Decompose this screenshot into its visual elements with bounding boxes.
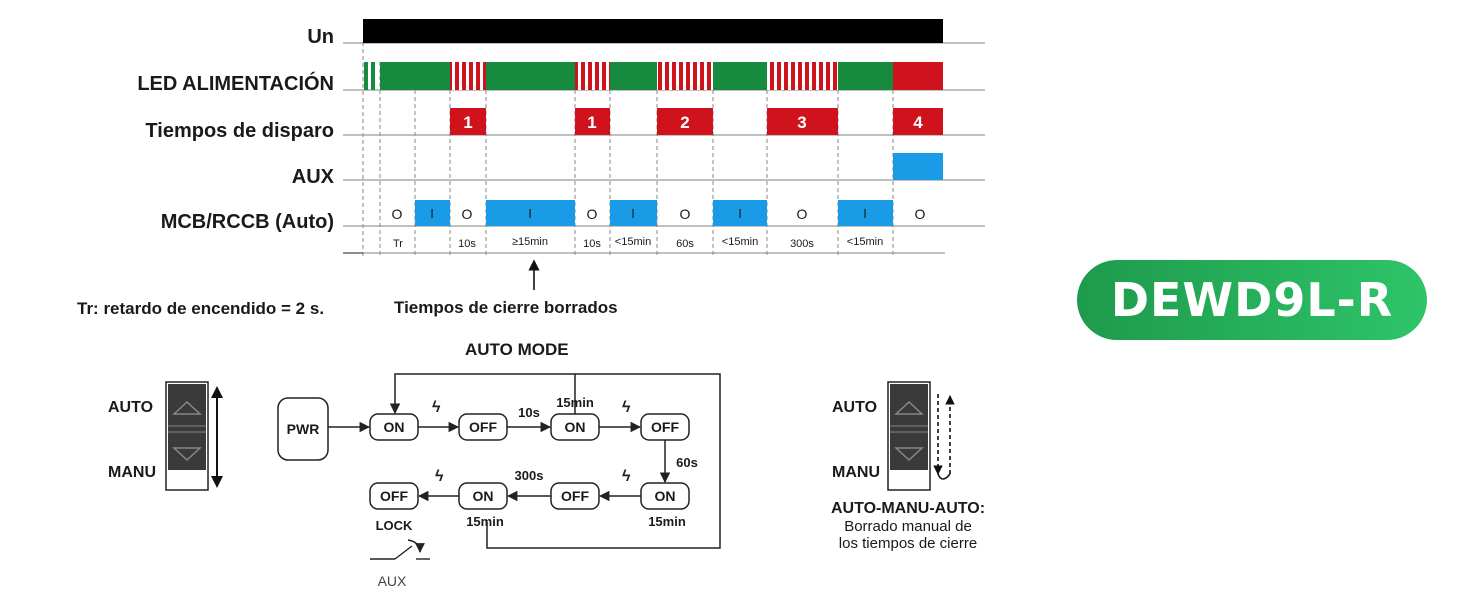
trip-bolt-icon-1: ϟ bbox=[432, 399, 441, 416]
mcb-state-off-3: O bbox=[587, 206, 598, 222]
interval-300s: 300s bbox=[790, 238, 814, 250]
mcb-state-on-1: I bbox=[430, 206, 434, 221]
trip-label-5: 4 bbox=[913, 113, 923, 132]
label-60s: 60s bbox=[676, 455, 698, 470]
trip-label-4: 3 bbox=[797, 113, 806, 132]
interval-lt15-b: <15min bbox=[722, 236, 758, 248]
auto-mode-title: AUTO MODE bbox=[465, 340, 569, 359]
switch-left-manu-label: MANU bbox=[108, 464, 156, 481]
interval-15min-min: ≥15min bbox=[512, 236, 548, 248]
label-15min-top: 15min bbox=[556, 395, 594, 410]
switch-left-auto-label: AUTO bbox=[108, 399, 154, 416]
row-label-led: LED ALIMENTACIÓN bbox=[137, 73, 334, 95]
switch-left-graphic bbox=[165, 381, 223, 491]
note-reclose-reset: Tiempos de cierre borrados bbox=[394, 298, 618, 317]
aux-contact-icon bbox=[370, 539, 430, 560]
label-aux-contact: AUX bbox=[378, 573, 407, 589]
un-power-bar bbox=[363, 19, 943, 43]
manual-reset-title: AUTO-MANU-AUTO: bbox=[830, 500, 986, 517]
trip-bolt-icon-2: ϟ bbox=[622, 399, 631, 416]
timing-diagram: 1 1 2 3 4 I I I I I O O O O O O Tr 10s ≥… bbox=[343, 19, 985, 290]
mcb-state-off-1: O bbox=[392, 206, 403, 222]
mcb-state-on-3: I bbox=[631, 206, 635, 221]
node-off-3: OFF bbox=[561, 488, 589, 504]
trip-bolt-icon-3: ϟ bbox=[622, 468, 631, 485]
interval-lt15-c: <15min bbox=[847, 236, 883, 248]
note-power-delay: Tr: retardo de encendido = 2 s. bbox=[77, 299, 325, 318]
led-row bbox=[364, 62, 943, 90]
auto-mode-diagram: ϟ ϟ ϟ ϟ PWR ON OFF ON OFF ON OFF ON OFF … bbox=[277, 373, 721, 589]
trip-row bbox=[450, 108, 943, 135]
mcb-state-on-2: I bbox=[528, 206, 532, 221]
trip-label-2: 1 bbox=[587, 113, 596, 132]
label-15min-right: 15min bbox=[648, 514, 686, 529]
row-label-un: Un bbox=[307, 26, 334, 48]
interval-10s-a: 10s bbox=[458, 238, 476, 250]
mcb-state-off-4: O bbox=[680, 206, 691, 222]
trip-label-1: 1 bbox=[463, 113, 472, 132]
switch-right-auto-label: AUTO bbox=[832, 399, 878, 416]
mcb-state-off-5: O bbox=[797, 206, 808, 222]
manual-reset-line1: Borrado manual de bbox=[844, 518, 972, 535]
row-label-aux: AUX bbox=[291, 166, 334, 188]
interval-10s-b: 10s bbox=[583, 238, 601, 250]
interval-60s: 60s bbox=[676, 238, 694, 250]
interval-lt15-a: <15min bbox=[615, 236, 651, 248]
label-15min-bottom: 15min bbox=[466, 514, 504, 529]
manual-reset-line2: los tiempos de cierre bbox=[838, 535, 978, 552]
node-on-2: ON bbox=[565, 419, 586, 435]
node-off-2: OFF bbox=[651, 419, 679, 435]
product-badge: DEWD9L-R bbox=[1077, 260, 1427, 340]
label-10s: 10s bbox=[518, 405, 540, 420]
aux-signal bbox=[893, 153, 943, 180]
mcb-state-off-2: O bbox=[462, 206, 473, 222]
row-label-mcb: MCB/RCCB (Auto) bbox=[160, 211, 334, 233]
row-label-trips: Tiempos de disparo bbox=[145, 120, 334, 142]
manual-reset-caption: AUTO-MANU-AUTO: Borrado manual de los ti… bbox=[796, 500, 1020, 552]
mcb-state-off-6: O bbox=[915, 206, 926, 222]
node-on-1: ON bbox=[384, 419, 405, 435]
label-lock: LOCK bbox=[376, 518, 413, 533]
node-on-3: ON bbox=[655, 488, 676, 504]
mcb-row bbox=[415, 200, 893, 226]
trip-bolt-icon-4: ϟ bbox=[435, 468, 444, 485]
interval-tr: Tr bbox=[393, 238, 403, 250]
node-on-4: ON bbox=[473, 488, 494, 504]
trip-label-3: 2 bbox=[680, 113, 689, 132]
mcb-state-on-4: I bbox=[738, 206, 742, 221]
label-300s: 300s bbox=[515, 468, 544, 483]
node-off-1: OFF bbox=[469, 419, 497, 435]
node-off-lock: OFF bbox=[380, 488, 408, 504]
switch-right-graphic bbox=[887, 381, 955, 491]
pwr-node: PWR bbox=[287, 421, 320, 437]
mcb-state-on-5: I bbox=[863, 206, 867, 221]
switch-right-manu-label: MANU bbox=[832, 464, 880, 481]
